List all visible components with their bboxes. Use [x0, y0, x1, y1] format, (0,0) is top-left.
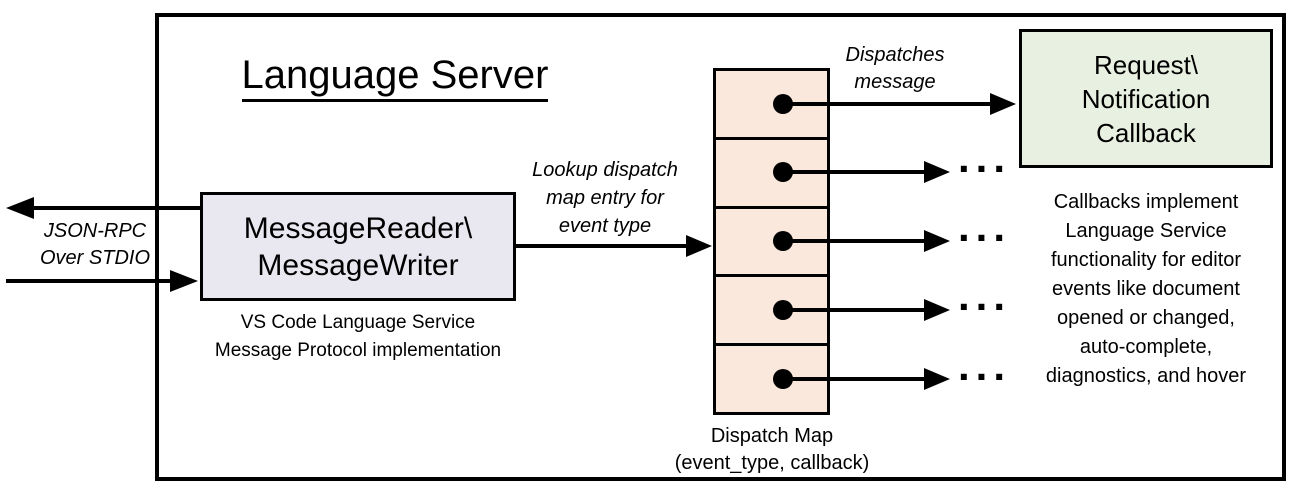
ellipsis-row-2: ...: [958, 134, 1012, 181]
dispatches-message-label: Dispatches message: [845, 44, 945, 93]
json-rpc-stdio-label: JSON-RPC Over STDIO: [39, 220, 150, 269]
dispatch-map-cell: [716, 343, 827, 412]
dispatch-map-cell: [716, 205, 827, 275]
request-notification-callback-box: Request\ Notification Callback: [1019, 29, 1273, 168]
dispatch-map-cell: [716, 274, 827, 343]
ellipsis-row-3: ...: [958, 203, 1012, 250]
dispatch-map-table: [713, 68, 830, 415]
lookup-dispatch-label: Lookup dispatch map entry for event type: [532, 159, 678, 237]
diagram-title-text: Language Server: [241, 52, 549, 102]
ellipsis-row-4: ...: [958, 272, 1012, 319]
language-server-boundary-box: [155, 13, 1286, 481]
dispatch-map-caption: Dispatch Map (event_type, callback): [674, 425, 870, 474]
diagram-title: Language Server: [215, 52, 575, 102]
message-reader-writer-box: MessageReader\ MessageWriter: [200, 192, 516, 301]
dispatch-map-cell: [716, 136, 827, 206]
callbacks-description: Callbacks implement Language Service fun…: [1045, 191, 1247, 387]
message-box-caption: VS Code Language Service Message Protoco…: [214, 312, 502, 361]
ellipsis-row-5: ...: [958, 342, 1012, 389]
